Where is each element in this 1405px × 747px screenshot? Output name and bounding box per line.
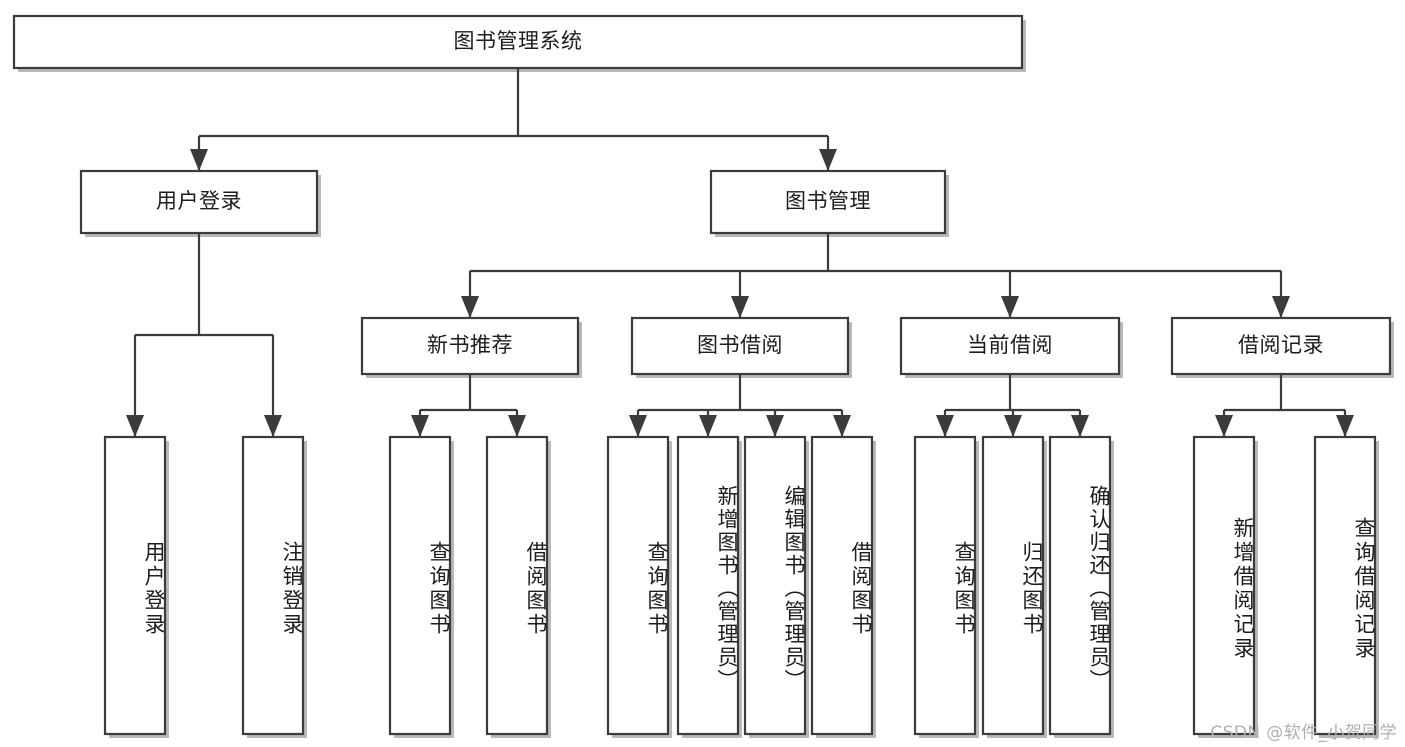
- node-box-borrow-record[interactable]: [1170, 316, 1392, 376]
- arrow-head-icon: [1001, 296, 1019, 318]
- node-box-user-login[interactable]: [79, 169, 319, 235]
- node-box-current-borrow[interactable]: [899, 316, 1121, 376]
- node-box-leaf-add-book-admin[interactable]: [676, 435, 740, 736]
- box-layer: [12, 14, 1392, 736]
- arrow-head-icon: [629, 415, 647, 437]
- node-box-leaf-query-book-current[interactable]: [913, 435, 977, 736]
- arrow-head-icon: [508, 415, 526, 437]
- arrow-head-icon: [731, 296, 749, 318]
- arrow-head-icon: [126, 415, 144, 437]
- node-box-leaf-confirm-return-admin[interactable]: [1048, 435, 1112, 736]
- arrow-head-icon: [264, 415, 282, 437]
- arrow-head-icon: [766, 415, 784, 437]
- arrow-head-icon: [1272, 296, 1290, 318]
- node-box-leaf-edit-book-admin[interactable]: [743, 435, 807, 736]
- watermark: CSDN @软件_小贺同学: [1210, 723, 1397, 743]
- node-box-leaf-borrow-book-rec[interactable]: [485, 435, 549, 736]
- node-box-leaf-add-borrow-record[interactable]: [1192, 435, 1256, 736]
- node-box-root[interactable]: [12, 14, 1024, 70]
- arrow-head-icon: [1071, 415, 1089, 437]
- node-box-leaf-return-book[interactable]: [981, 435, 1045, 736]
- arrow-head-icon: [833, 415, 851, 437]
- node-box-new-book-recommend[interactable]: [360, 316, 580, 376]
- node-box-leaf-logout[interactable]: [241, 435, 305, 736]
- arrow-head-icon: [461, 296, 479, 318]
- arrow-head-icon: [1336, 415, 1354, 437]
- arrow-head-icon: [190, 149, 208, 171]
- arrow-head-icon: [1215, 415, 1233, 437]
- arrow-head-icon: [936, 415, 954, 437]
- arrow-head-icon: [819, 149, 837, 171]
- connector-layer: [126, 68, 1354, 437]
- node-box-leaf-query-book-rec[interactable]: [388, 435, 452, 736]
- node-box-leaf-query-borrow-record[interactable]: [1313, 435, 1377, 736]
- arrow-head-icon: [699, 415, 717, 437]
- node-box-book-manage[interactable]: [709, 169, 947, 235]
- node-box-book-borrow[interactable]: [630, 316, 850, 376]
- node-box-leaf-user-login[interactable]: [103, 435, 167, 736]
- node-box-leaf-query-book-borrow[interactable]: [606, 435, 670, 736]
- node-box-leaf-borrow-book[interactable]: [810, 435, 874, 736]
- arrow-head-icon: [1004, 415, 1022, 437]
- arrow-head-icon: [411, 415, 429, 437]
